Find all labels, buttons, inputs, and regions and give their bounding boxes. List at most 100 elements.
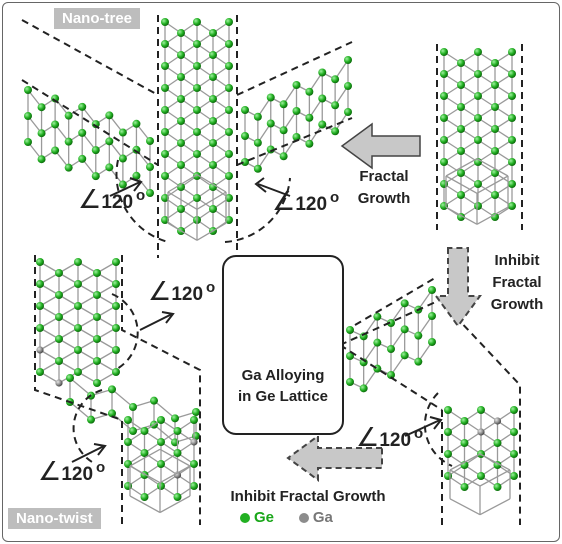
ge-atom	[346, 352, 354, 360]
ga-legend-icon	[298, 513, 309, 524]
growth-arrows	[286, 122, 482, 482]
ge-atom	[146, 163, 154, 171]
ge-atom	[171, 414, 179, 423]
ge-atom	[253, 112, 262, 121]
lattice-boundaries	[21, 15, 523, 525]
ge-atom	[510, 472, 518, 480]
ge-atom	[193, 62, 201, 70]
ge-atom	[161, 150, 169, 158]
ge-atom	[457, 103, 465, 111]
ge-atom	[225, 106, 233, 114]
ge-atom	[440, 158, 448, 166]
ge-atom	[129, 427, 137, 435]
ge-atom	[414, 331, 423, 340]
ge-atom	[24, 112, 32, 120]
inhibit-line-1: Inhibit	[494, 252, 540, 269]
ge-atom	[428, 312, 436, 320]
ge-atom	[93, 269, 101, 277]
ge-atom	[112, 258, 120, 266]
ge-atom	[266, 93, 275, 102]
ge-atom	[55, 291, 63, 299]
ge-atom	[241, 158, 249, 166]
ge-atom	[318, 94, 327, 103]
ge-atom	[279, 126, 288, 135]
ge-atom	[344, 82, 352, 90]
ge-atom	[474, 136, 482, 144]
ge-atom	[157, 460, 165, 468]
ge-atom	[93, 379, 101, 387]
ge-atom	[124, 438, 132, 446]
ge-atom	[173, 493, 182, 501]
ge-atom	[508, 70, 516, 78]
ge-atom	[510, 450, 518, 458]
ge-atom	[55, 357, 63, 365]
ge-atom	[305, 87, 314, 96]
ge-atom	[331, 127, 340, 136]
ge-atom	[24, 138, 32, 146]
ge-atom	[474, 48, 482, 56]
ge-atom	[477, 472, 485, 480]
ge-atom	[91, 120, 100, 129]
ge-atom	[373, 338, 382, 347]
inhibit-fractal-growth-label-bottom: Inhibit Fractal Growth	[230, 488, 386, 505]
ge-atom	[177, 29, 185, 37]
ge-atom	[491, 125, 499, 133]
ge-atom	[161, 216, 169, 224]
ge-legend-icon	[240, 513, 250, 524]
ge-atom	[78, 128, 87, 137]
ge-atom	[318, 120, 327, 129]
ge-atom	[444, 406, 452, 414]
ge-atom	[193, 150, 201, 158]
ge-atom	[508, 48, 516, 56]
ge-atom	[414, 357, 423, 366]
ge-atom	[508, 114, 516, 122]
ge-atom	[493, 439, 502, 447]
ge-atom	[474, 180, 482, 188]
ge-atom	[387, 319, 395, 327]
ge-atom	[253, 164, 262, 173]
ge-atom	[190, 460, 198, 468]
ge-atom	[241, 132, 249, 140]
ge-atom	[173, 449, 182, 457]
ge-atom	[440, 70, 448, 78]
ge-atom	[78, 102, 87, 111]
atom-legend: Ge Ga	[240, 509, 337, 526]
ge-atom	[74, 368, 82, 376]
ge-atom	[493, 483, 502, 491]
ge-atom	[209, 161, 217, 169]
ge-atom	[225, 150, 233, 158]
ge-atom	[508, 158, 516, 166]
ge-atom	[192, 408, 200, 416]
ge-atom	[193, 106, 201, 114]
ge-atom	[225, 216, 233, 224]
ge-atom	[225, 18, 233, 26]
ge-atom	[66, 374, 74, 382]
ge-atom	[440, 48, 448, 56]
ge-atom	[36, 258, 44, 266]
fractal-growth-label: Fractal Growth	[346, 166, 422, 210]
ge-atom	[108, 385, 116, 394]
ge-atom	[177, 205, 185, 213]
ge-atom	[161, 62, 169, 70]
ge-atom	[177, 139, 185, 147]
ga-legend-label: Ga	[312, 509, 333, 526]
ge-atom	[55, 335, 63, 343]
ge-atom	[118, 180, 127, 189]
ge-atom	[387, 371, 395, 379]
inhibit-growth-arrow-down	[434, 247, 482, 328]
ge-atom	[37, 103, 46, 112]
ge-atom	[253, 138, 262, 147]
ge-atom	[331, 101, 340, 110]
ge-atom	[209, 73, 217, 81]
ge-atom	[491, 81, 499, 89]
ge-atom	[108, 409, 116, 418]
ge-atom	[161, 84, 169, 92]
ge-atom	[510, 406, 518, 414]
ge-atom	[74, 346, 82, 354]
ge-atom	[305, 139, 314, 148]
center-caption-line-1: Ga Alloying	[241, 367, 325, 384]
inhibit-growth-arrow-left	[286, 434, 383, 482]
